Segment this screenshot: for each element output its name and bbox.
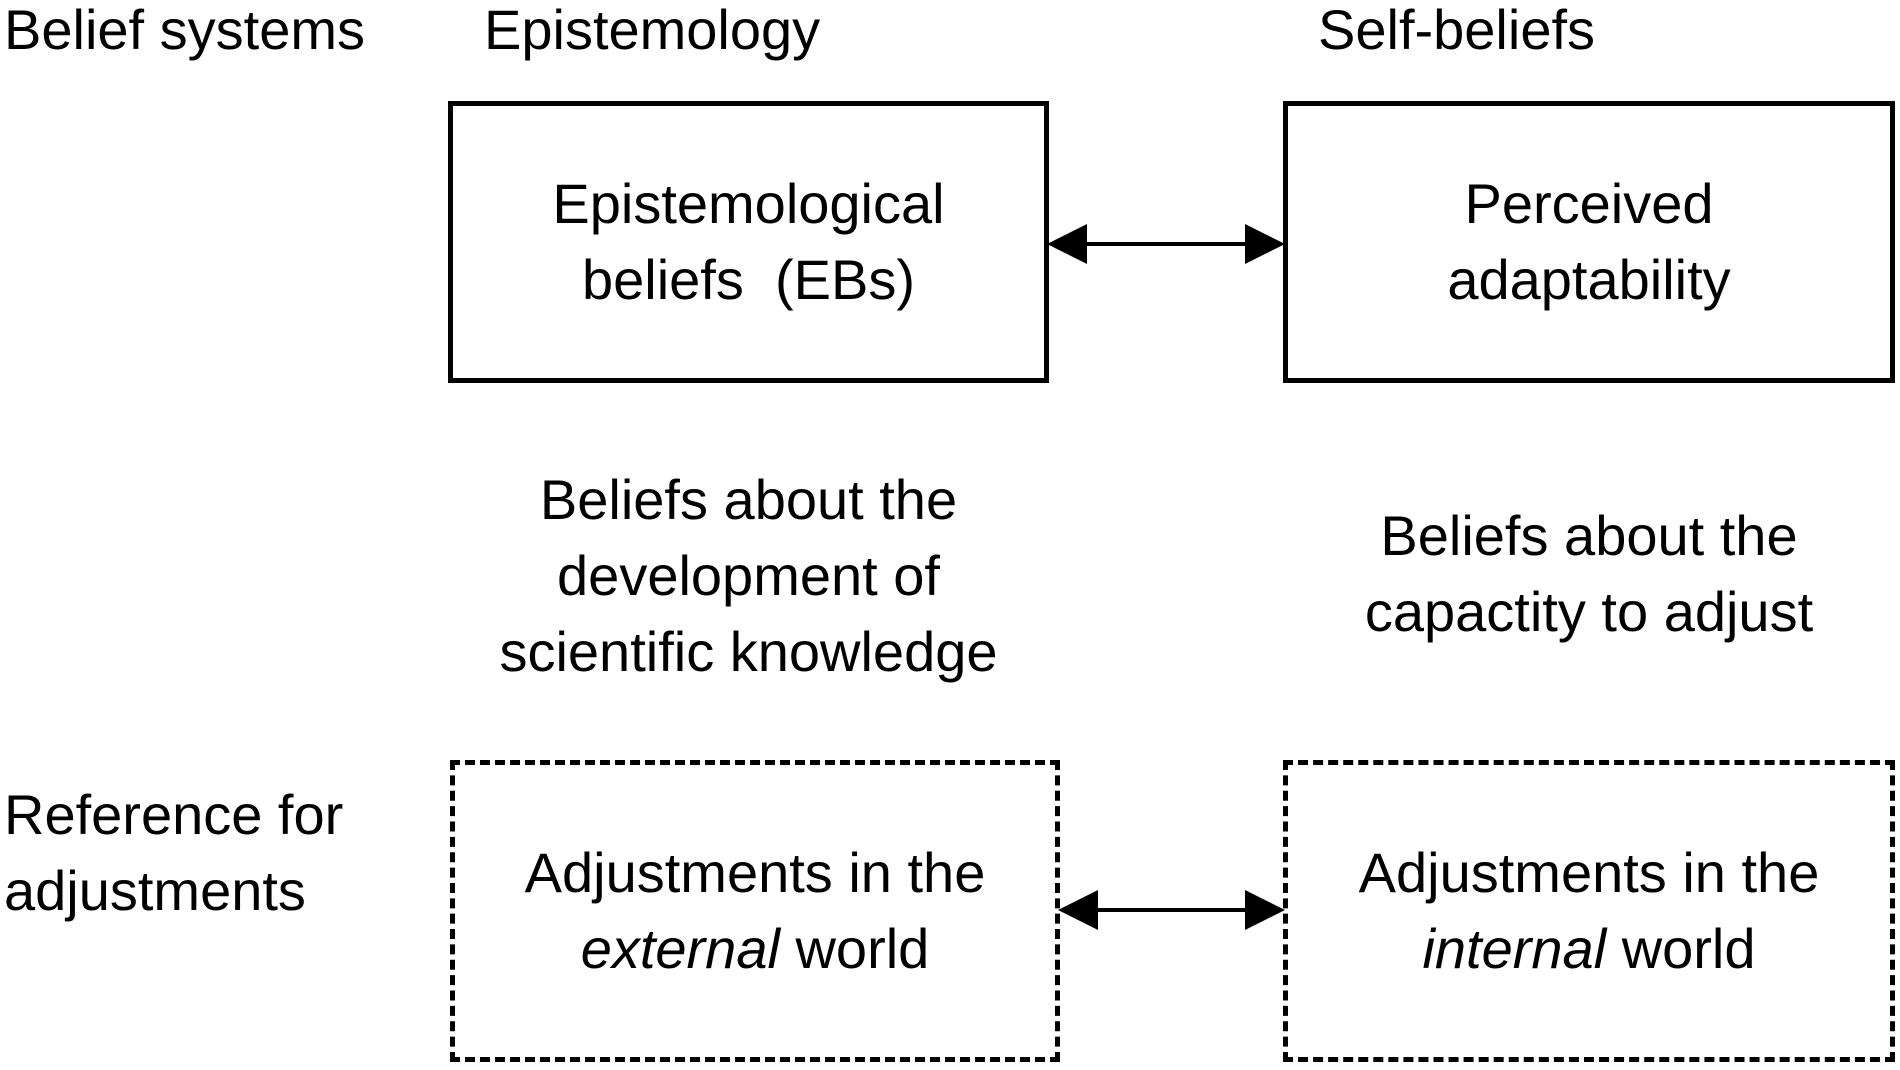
external-world-rest: world <box>779 917 930 980</box>
epistemology-description-line2: development of <box>557 544 940 607</box>
external-world-box: Adjustments in the external world <box>450 760 1060 1062</box>
epistemology-header: Epistemology <box>484 0 821 61</box>
self-beliefs-description-line2: capactity to adjust <box>1364 580 1814 643</box>
perceived-adaptability-line1: Perceived <box>1464 172 1714 235</box>
self-beliefs-description: Beliefs about the capactity to adjust <box>1283 498 1895 650</box>
internal-emphasis: internal <box>1422 917 1607 980</box>
perceived-adaptability-box: Perceived adaptability <box>1283 101 1895 383</box>
epistemological-beliefs-box: Epistemological beliefs (EBs) <box>448 101 1049 383</box>
epistemology-description: Beliefs about the development of scienti… <box>448 462 1049 690</box>
perceived-adaptability-line2: adaptability <box>1447 248 1731 311</box>
self-beliefs-description-line1: Beliefs about the <box>1380 504 1798 567</box>
reference-label-line1: Reference for <box>4 783 344 846</box>
internal-world-line1: Adjustments in the <box>1358 841 1820 904</box>
epistemology-description-line3: scientific knowledge <box>499 620 998 683</box>
internal-world-box: Adjustments in the internal world <box>1283 760 1895 1062</box>
internal-world-line2: internal world <box>1359 911 1820 987</box>
epistemological-beliefs-line2: beliefs (EBs) <box>581 248 915 311</box>
internal-world-text: Adjustments in the internal world <box>1359 835 1820 987</box>
external-world-line2: external world <box>525 911 986 987</box>
epistemology-description-line1: Beliefs about the <box>539 468 958 531</box>
external-world-line1: Adjustments in the <box>524 841 986 904</box>
self-beliefs-header: Self-beliefs <box>1318 0 1596 61</box>
belief-systems-label: Belief systems <box>4 0 365 61</box>
reference-label-line2: adjustments <box>4 859 306 922</box>
epistemological-beliefs-line1: Epistemological <box>552 172 945 235</box>
external-world-text: Adjustments in the external world <box>525 835 986 987</box>
internal-world-rest: world <box>1606 917 1756 980</box>
epistemological-beliefs-text: Epistemological beliefs (EBs) <box>552 166 944 318</box>
reference-for-adjustments-label: Reference for adjustments <box>4 777 343 929</box>
perceived-adaptability-text: Perceived adaptability <box>1447 166 1730 318</box>
external-emphasis: external <box>580 917 780 980</box>
